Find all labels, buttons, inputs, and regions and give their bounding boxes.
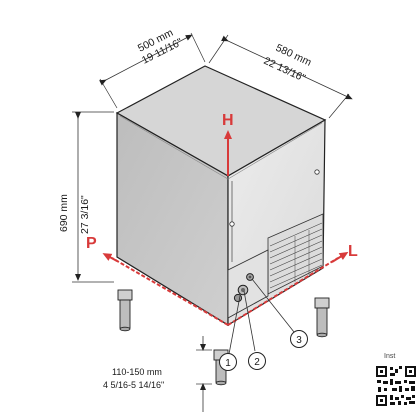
callout-1-label: 1 bbox=[225, 358, 231, 369]
callout-3-circle bbox=[290, 330, 308, 348]
callout-2-label: 2 bbox=[254, 357, 260, 368]
connector-2 bbox=[233, 293, 243, 303]
door-hinge-dot bbox=[229, 221, 235, 227]
axis-p-label: P bbox=[86, 235, 97, 252]
feet-mm-label: 110-150 mm bbox=[112, 367, 162, 377]
height-in-label: 27 3/16" bbox=[79, 195, 91, 234]
callout-1-circle bbox=[219, 353, 237, 371]
callouts: 1 2 3 bbox=[219, 278, 308, 371]
callout-3-label: 3 bbox=[296, 335, 302, 346]
height-dimension: 690 mm 27 3/16" bbox=[58, 111, 114, 283]
axis-h-label: H bbox=[222, 112, 234, 129]
qr-code-icon bbox=[376, 366, 416, 406]
machine-body bbox=[115, 65, 327, 327]
feet-in-label: 4 5/16-5 14/16" bbox=[103, 380, 164, 390]
orientation-axes: H P L bbox=[86, 112, 358, 326]
corner-inst-label: Inst bbox=[384, 353, 395, 360]
callout-2-circle bbox=[248, 352, 266, 370]
height-mm-label: 690 mm bbox=[58, 194, 70, 232]
foot-back-right bbox=[314, 297, 330, 338]
machine-feet bbox=[117, 289, 330, 386]
feet-dimension: 110-150 mm 4 5/16-5 14/16" bbox=[103, 336, 212, 412]
door-handle-dot bbox=[314, 169, 320, 175]
foot-back-left bbox=[117, 289, 133, 332]
axis-l-label: L bbox=[348, 243, 358, 260]
